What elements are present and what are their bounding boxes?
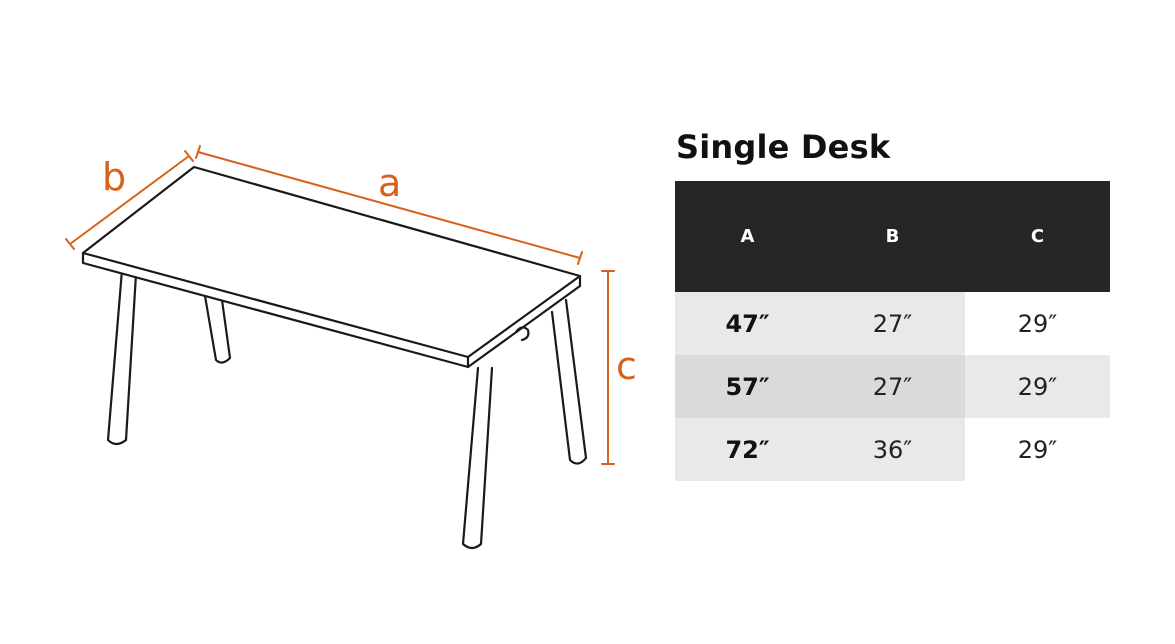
cell-b: 27″ [820,355,965,418]
cell-c: 29″ [965,418,1110,481]
dimension-label-c: c [616,344,637,388]
cell-a: 47″ [675,292,820,355]
dimension-line-b [69,155,190,245]
tabletop [81,165,582,369]
header-a: A [675,181,820,292]
cell-a: 57″ [675,355,820,418]
dimension-line-a [197,151,581,259]
desk-outline [81,165,588,550]
cell-a: 72″ [675,418,820,481]
front-right-leg [461,366,494,550]
header-b: B [820,181,965,292]
back-left-leg [203,294,232,364]
desk-diagram: b a c [65,145,637,550]
dimension-label-b: b [102,155,126,199]
cable-grommet [514,326,530,342]
dimension-lines [65,145,615,465]
tabletop-edge [81,251,582,369]
front-left-leg [106,268,138,446]
dimension-label-a: a [378,161,401,205]
back-right-leg [550,298,588,465]
table-title: Single Desk [676,128,891,166]
cell-b: 36″ [820,418,965,481]
size-table: A B C 47″ 27″ 29″ 57″ 27″ 29″ 72″ 36″ 29… [675,181,1110,481]
header-row: A B C [675,181,1110,292]
cell-b: 27″ [820,292,965,355]
header-c: C [965,181,1110,292]
cell-c: 29″ [965,292,1110,355]
table-row: 57″ 27″ 29″ [675,355,1110,418]
cell-c: 29″ [965,355,1110,418]
table-row: 72″ 36″ 29″ [675,418,1110,481]
table-row: 47″ 27″ 29″ [675,292,1110,355]
